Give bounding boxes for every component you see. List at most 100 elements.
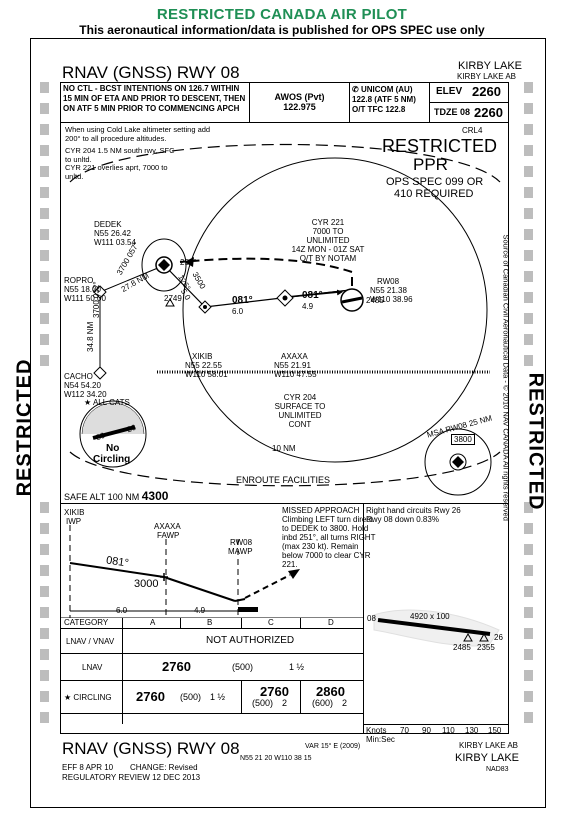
lnav-vnav-text: NOT AUTHORIZED	[206, 635, 295, 646]
cat-a: A	[150, 618, 156, 627]
profile-final	[163, 576, 236, 602]
timing-90: 90	[422, 726, 431, 735]
edge-square	[524, 124, 533, 135]
edge-square	[40, 313, 49, 324]
footer-place: KIRBY LAKE	[455, 752, 519, 764]
profile-view	[60, 525, 363, 618]
tdze-label: TDZE 08	[434, 107, 471, 117]
edge-square	[524, 544, 533, 555]
restricted-box-l2: PPR	[413, 155, 448, 174]
edge-square	[40, 628, 49, 639]
unicom-label: ✆ UNICOM (AU)	[352, 85, 413, 94]
missed-line-2: to DEDEK to 3800. Hold	[282, 524, 369, 533]
edge-square	[524, 271, 533, 282]
edge-square	[40, 187, 49, 198]
rw08-lon: W110 38.96	[370, 295, 413, 304]
dedek-name: DEDEK	[94, 220, 122, 229]
airport-elev-1: 2485	[453, 643, 471, 652]
dedek-hold	[141, 238, 187, 292]
axaxa-name: AXAXA	[281, 352, 308, 361]
footer-place-full: KIRBY LAKE AB	[459, 741, 518, 750]
awos-label: AWOS (Pvt)	[274, 92, 325, 102]
timing-minsec: Min:Sec	[366, 735, 395, 744]
profile-dist-2: 4.9	[194, 606, 206, 615]
cat-c: C	[268, 618, 274, 627]
profile-iwp: IWP	[66, 517, 82, 526]
edge-square	[524, 586, 533, 597]
side-restricted-left: RESTRICTED	[13, 358, 36, 497]
page-title: RESTRICTED CANADA AIR PILOT	[156, 6, 408, 23]
course-081a: 081°	[232, 295, 253, 306]
lnav-vnav-label: LNAV / VNAV	[66, 637, 115, 646]
dist-49: 4.9	[302, 302, 314, 311]
missed-line-4: (max 230 kt). Remain	[282, 542, 359, 551]
circ-ab-haa: (500)	[180, 692, 202, 702]
all-cats-runway	[92, 425, 136, 440]
minima-header-row: CATEGORY A B C D	[60, 618, 363, 629]
edge-square	[524, 166, 533, 177]
timing-130: 130	[465, 726, 479, 735]
cacho-lon: W112 34.20	[64, 390, 107, 399]
ring-top	[69, 143, 501, 183]
restricted-box-l3: OPS SPEC 099 OR	[386, 176, 484, 188]
axaxa-lat: N55 21.91	[274, 361, 311, 370]
down-note: Rwy 08 down 0.83%	[366, 515, 439, 524]
elev-box: ELEV 2260	[430, 82, 509, 103]
approach-plate	[60, 82, 509, 734]
airport-runway	[377, 618, 491, 636]
xikib-lat: N55 22.55	[185, 361, 222, 370]
circling-row-label: ★ CIRCLING	[64, 693, 112, 702]
circuits-note: Right hand circuits Rwy 26	[366, 506, 461, 515]
ropro-lat: N55 18.00	[64, 285, 101, 294]
arrow-axaxa	[289, 289, 343, 298]
airport-name: KIRBY LAKE	[458, 60, 522, 72]
dist-60: 6.0	[232, 307, 244, 316]
unicom-freq: 122.8 (ATF 5 NM)	[352, 95, 416, 104]
note-cold-lake: When using Cold Lake altimeter setting a…	[65, 125, 211, 143]
edge-square	[524, 628, 533, 639]
edge-square	[40, 691, 49, 702]
timing-knots: Knots	[366, 726, 387, 735]
cacho-name: CACHO	[64, 372, 93, 381]
tdze-value: 2260	[474, 105, 503, 120]
edge-square	[524, 334, 533, 345]
missed-path	[179, 257, 353, 300]
course-251: 251°	[180, 258, 197, 267]
profile-fawp: FAWP	[157, 531, 180, 540]
edge-square	[524, 82, 533, 93]
profile-mawp: MAWP	[228, 547, 253, 556]
lnav-haa: (500)	[232, 662, 254, 672]
awos-freq: 122.975	[283, 102, 316, 112]
profile-missed-arrow	[288, 569, 300, 579]
edge-square	[524, 229, 533, 240]
missed-line-6: 221.	[282, 560, 298, 569]
footer-coords: N55 21 20 W110 38 15	[240, 755, 312, 762]
tdze-box: TDZE 08 2260	[430, 102, 509, 122]
edge-square	[40, 670, 49, 681]
edge-square	[40, 649, 49, 660]
circ-c-vis: 2	[282, 698, 288, 708]
circ-d-haa: (600)	[312, 698, 334, 708]
dedek-fix	[155, 256, 173, 274]
spot-2749: 2749	[164, 294, 182, 303]
edge-square	[40, 124, 49, 135]
xikib-name: XIKIB	[192, 352, 213, 361]
airport-r26: 26	[494, 633, 503, 642]
edge-square	[40, 502, 49, 513]
edge-square	[524, 292, 533, 303]
cat-header: CATEGORY	[64, 618, 109, 627]
axaxa-lon: W110 47.55	[274, 370, 317, 379]
safe-alt: SAFE ALT 100 NM 4300	[64, 489, 169, 503]
missed-arrow	[184, 257, 194, 267]
ropro-lon: W111 50.00	[64, 294, 106, 303]
edge-square	[40, 250, 49, 261]
edge-square	[524, 103, 533, 114]
edge-square	[40, 334, 49, 345]
edge-square	[524, 523, 533, 534]
profile-xikib: XIKIB	[64, 508, 85, 517]
missed-line-1: Climbing LEFT turn direct	[282, 515, 373, 524]
missed-title: MISSED APPROACH	[282, 506, 360, 515]
circ-c-haa: (500)	[252, 698, 274, 708]
edge-square	[524, 208, 533, 219]
